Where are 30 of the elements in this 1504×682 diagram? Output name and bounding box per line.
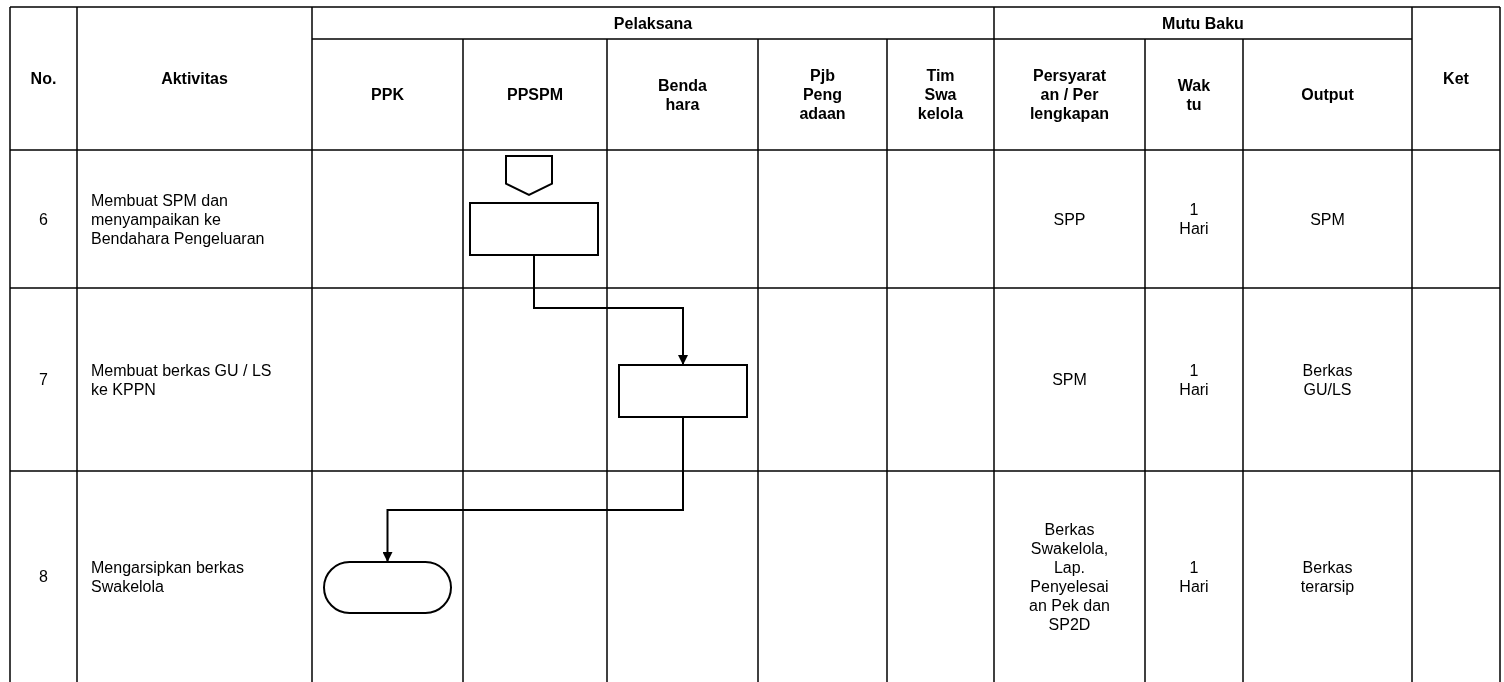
table-cell-text: 6: [38, 209, 49, 229]
column-header: Tim Swa kelola: [916, 66, 965, 123]
table-cell-text: Berkas Swakelola, Lap. Penyelesai an Pek dan SP2D: [1028, 519, 1111, 634]
table-cell-text: SPP: [1052, 209, 1087, 229]
arrow: [382, 417, 684, 562]
table-cell-text: 7: [38, 370, 49, 389]
group-header: Mutu Baku: [1161, 13, 1245, 33]
column-header: PPK: [370, 85, 405, 104]
column-header: Ket: [1442, 69, 1470, 88]
column-header: PPSPM: [506, 85, 564, 104]
table-cell-text: 8: [38, 567, 49, 586]
column-header: Benda hara: [657, 75, 708, 114]
column-header: Aktivitas: [160, 69, 229, 88]
group-header: Pelaksana: [612, 13, 694, 33]
activity-text: Mengarsipkan berkas Swakelola: [91, 557, 245, 596]
column-header: No.: [29, 69, 58, 88]
table-cell-text: 1 Hari: [1178, 557, 1210, 596]
table-cell-text: SPM: [1309, 209, 1346, 229]
column-header: Persyarat an / Per lengkapan: [1028, 66, 1111, 123]
table-cell-text: SPM: [1051, 370, 1088, 389]
column-header: Output: [1300, 85, 1355, 104]
activity-text: Membuat SPM dan menyampaikan ke Bendahara Pengeluaran: [91, 190, 266, 248]
table-cell-text: 1 Hari: [1178, 200, 1210, 238]
column-header: Wak tu: [1176, 75, 1212, 114]
activity-text: Membuat berkas GU / LS ke KPPN: [91, 360, 273, 399]
column-header: Pjb Peng adaan: [798, 66, 847, 123]
arrow: [533, 255, 688, 365]
table-cell-text: 1 Hari: [1178, 360, 1210, 399]
table-cell-text: Berkas GU/LS: [1301, 360, 1354, 399]
table-cell-text: Berkas terarsip: [1299, 557, 1356, 596]
